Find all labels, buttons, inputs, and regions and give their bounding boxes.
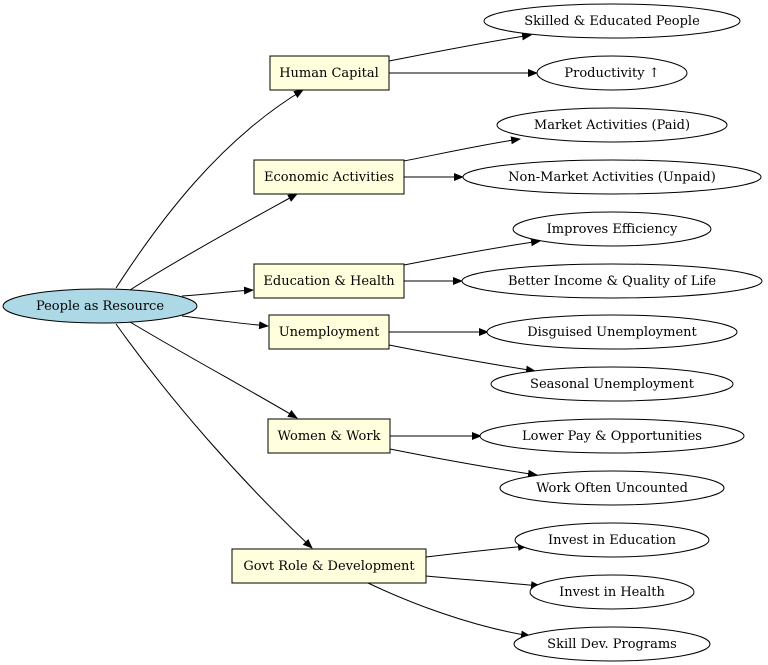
branch-unemployment: Unemployment	[268, 314, 390, 350]
leaf-lower-pay: Lower Pay & Opportunities	[479, 418, 745, 454]
branch-economic-activities: Economic Activities	[253, 159, 405, 195]
edge-govt-2	[425, 575, 541, 590]
branch-govt-role: Govt Role & Development	[231, 548, 427, 584]
leaf-label: Skill Dev. Programs	[547, 637, 677, 652]
edge-unemployment-2	[388, 344, 536, 374]
root-label: People as Resource	[36, 299, 164, 314]
leaf-skilled-educated: Skilled & Educated People	[483, 3, 741, 39]
root-node: People as Resource	[2, 288, 198, 324]
leaf-ellipse	[486, 314, 738, 350]
leaf-label: Productivity ↑	[564, 66, 659, 81]
leaf-ellipse	[499, 470, 725, 506]
leaf-label: Market Activities (Paid)	[534, 118, 690, 133]
branch-box	[267, 418, 391, 454]
edge-govt-3	[367, 582, 531, 639]
leaf-label: Seasonal Unemployment	[530, 377, 695, 392]
leaf-ellipse	[490, 366, 734, 402]
root-ellipse	[2, 288, 198, 324]
branch-label: Human Capital	[279, 66, 379, 81]
edge-root-education-health	[181, 286, 254, 297]
leaf-label: Non-Market Activities (Unpaid)	[508, 170, 716, 185]
root-edges	[115, 89, 313, 549]
branch-education-health: Education & Health	[253, 263, 405, 299]
branch-label: Govt Role & Development	[243, 559, 415, 574]
leaf-invest-health: Invest in Health	[529, 574, 695, 610]
leaf-label: Invest in Education	[548, 533, 677, 548]
leaf-non-market-activities: Non-Market Activities (Unpaid)	[462, 159, 762, 195]
edge-root-human-capital	[115, 89, 304, 289]
leaf-label: Disguised Unemployment	[527, 325, 697, 340]
leaf-ellipse	[483, 3, 741, 39]
leaf-ellipse	[536, 55, 688, 91]
leaf-ellipse	[462, 159, 762, 195]
leaf-ellipse	[479, 418, 745, 454]
leaf-label: Better Income & Quality of Life	[508, 274, 716, 289]
leaf-label: Improves Efficiency	[547, 222, 678, 237]
edge-root-govt-role	[115, 323, 313, 549]
branch-human-capital: Human Capital	[269, 55, 390, 91]
leaf-ellipse	[529, 574, 695, 610]
leaf-better-income: Better Income & Quality of Life	[461, 263, 763, 299]
branch-label: Education & Health	[263, 274, 395, 289]
branch-label: Unemployment	[279, 325, 380, 340]
leaf-ellipse	[513, 626, 711, 662]
leaf-disguised-unemployment: Disguised Unemployment	[486, 314, 738, 350]
leaf-label: Work Often Uncounted	[536, 481, 688, 496]
leaf-ellipse	[512, 211, 712, 247]
branch-women-work: Women & Work	[267, 418, 391, 454]
edge-women-2	[389, 448, 538, 478]
leaf-edges	[367, 32, 541, 639]
branch-box	[253, 263, 405, 299]
leaf-label: Lower Pay & Opportunities	[522, 429, 702, 444]
leaf-productivity: Productivity ↑	[536, 55, 688, 91]
leaf-ellipse	[496, 107, 728, 143]
leaf-label: Invest in Health	[559, 585, 665, 600]
edge-economic-1	[403, 136, 521, 162]
edge-education-1	[403, 238, 541, 266]
leaf-ellipse	[514, 522, 710, 558]
branch-box	[268, 314, 390, 350]
branch-box	[231, 548, 427, 584]
edge-human-capital-1	[388, 32, 532, 62]
branch-box	[253, 159, 405, 195]
leaf-market-activities: Market Activities (Paid)	[496, 107, 728, 143]
leaf-improves-efficiency: Improves Efficiency	[512, 211, 712, 247]
edge-root-unemployment	[181, 315, 269, 330]
leaf-seasonal-unemployment: Seasonal Unemployment	[490, 366, 734, 402]
branch-label: Economic Activities	[264, 170, 394, 185]
edge-root-economic-activities	[129, 193, 298, 291]
leaf-label: Skilled & Educated People	[524, 14, 700, 29]
branch-box	[269, 55, 390, 91]
branch-label: Women & Work	[278, 429, 381, 444]
edge-govt-1	[425, 542, 528, 558]
leaf-ellipse	[461, 263, 763, 299]
leaf-invest-education: Invest in Education	[514, 522, 710, 558]
leaf-work-uncounted: Work Often Uncounted	[499, 470, 725, 506]
edge-root-women-work	[129, 321, 298, 419]
leaf-skill-dev: Skill Dev. Programs	[513, 626, 711, 662]
